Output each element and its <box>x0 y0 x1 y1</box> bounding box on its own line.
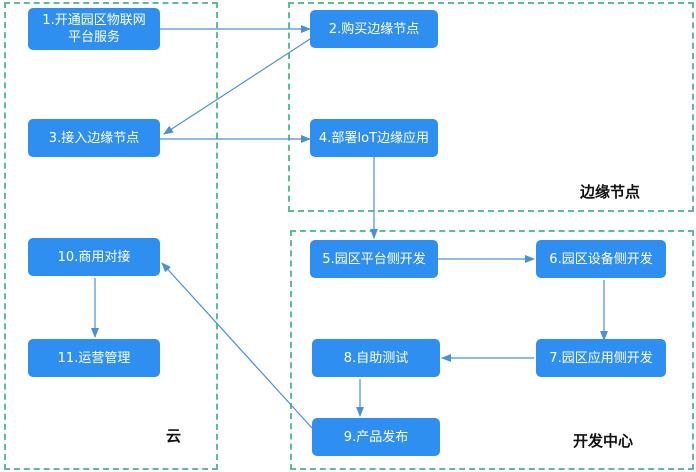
node-platform-side-dev: 5.园区平台侧开发 <box>310 240 438 278</box>
node-open-iot-platform-service: 1.开通园区物联网 平台服务 <box>28 8 160 50</box>
node-device-side-dev: 6.园区设备侧开发 <box>536 240 666 278</box>
arrow-2-to-3 <box>163 38 311 135</box>
dev-center-region <box>290 230 694 470</box>
edge-node-region-label: 边缘节点 <box>580 183 641 201</box>
arrow-9-to-10 <box>161 262 313 429</box>
node-connect-edge-node: 3.接入边缘节点 <box>28 119 160 157</box>
cloud-region-label: 云 <box>166 427 182 445</box>
node-self-testing: 8.自助测试 <box>312 339 440 377</box>
dev-center-region-label: 开发中心 <box>573 432 634 450</box>
node-product-release: 9.产品发布 <box>312 418 440 456</box>
cloud-region <box>4 2 218 470</box>
node-commercial-integration: 10.商用对接 <box>28 238 160 276</box>
node-application-side-dev: 7.园区应用侧开发 <box>536 339 666 377</box>
edge-node-region <box>288 2 694 212</box>
node-operations-management: 11.运营管理 <box>28 339 160 377</box>
node-purchase-edge-node: 2.购买边缘节点 <box>310 10 438 48</box>
node-deploy-iot-edge-app: 4.部署IoT边缘应用 <box>310 119 438 157</box>
